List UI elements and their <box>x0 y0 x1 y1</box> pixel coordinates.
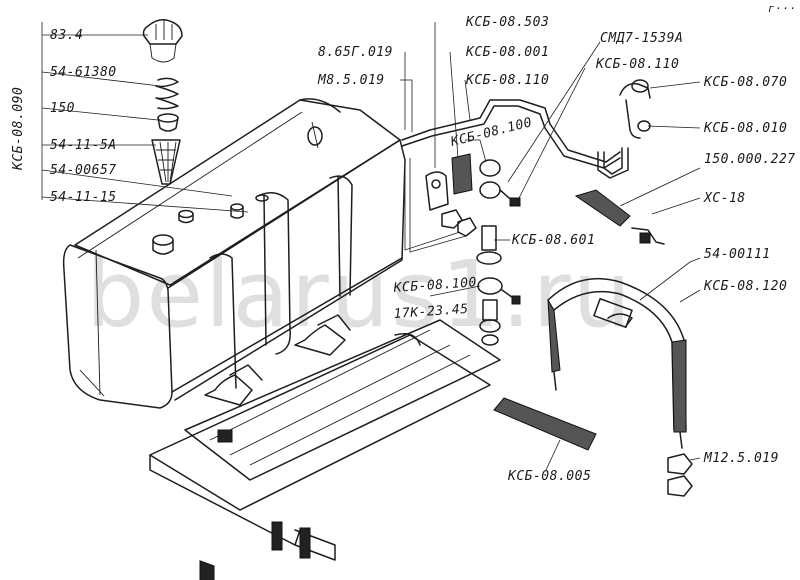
label-ksb-08-100-a: КСБ-08.100 <box>448 115 533 150</box>
label-54-00111: 54-00111 <box>704 247 771 262</box>
label-ksb-08-090: КСБ-08.090 <box>11 87 26 171</box>
label-17k-23-45: 17К-23.45 <box>393 302 469 322</box>
part-labels: 83.4 54-61380 150 54-11-5A 54-00657 54-1… <box>11 15 796 484</box>
mounting-bracket-base <box>149 314 501 580</box>
label-xc-18: ХС-18 <box>703 191 746 206</box>
label-ksb-08-070: КСБ-08.070 <box>703 75 787 90</box>
watermark: belarus1.ru <box>86 241 633 348</box>
label-ksb-08-503: КСБ-08.503 <box>465 15 549 30</box>
label-m12-5-019: М12.5.019 <box>703 451 779 466</box>
label-150-000-227: 150.000.227 <box>704 152 796 167</box>
label-ksb-08-110-b: КСБ-08.110 <box>595 57 679 72</box>
filler-cap-assembly <box>142 19 183 185</box>
label-54-11-5a: 54-11-5A <box>50 138 117 153</box>
label-ksb-08-100-b: КСБ-08.100 <box>392 275 477 296</box>
label-54-61380: 54-61380 <box>50 65 117 80</box>
label-m8-5-019: М8.5.019 <box>317 73 385 88</box>
label-54-11-15: 54-11-15 <box>50 190 117 205</box>
label-8-65g-019: 8.65Г.019 <box>318 45 393 60</box>
label-83-4: 83.4 <box>50 28 83 43</box>
label-ksb-08-001: КСБ-08.001 <box>465 45 549 60</box>
corner-mark: г··· <box>768 2 797 15</box>
label-ksb-08-601: КСБ-08.601 <box>511 233 595 248</box>
fuel-pipes <box>401 79 665 346</box>
leader-lines <box>41 22 701 471</box>
label-ksb-08-005: КСБ-08.005 <box>507 469 591 484</box>
label-ksb-08-010: КСБ-08.010 <box>703 121 787 136</box>
tank-strap <box>547 277 693 497</box>
label-150: 150 <box>50 101 75 116</box>
label-ksb-08-110-a: КСБ-08.110 <box>465 73 549 88</box>
label-smd7-1539a: СМД7-1539А <box>600 31 683 46</box>
label-54-00657: 54-00657 <box>50 163 117 178</box>
wooden-pad <box>493 397 597 451</box>
label-ksb-08-120: КСБ-08.120 <box>703 279 787 294</box>
